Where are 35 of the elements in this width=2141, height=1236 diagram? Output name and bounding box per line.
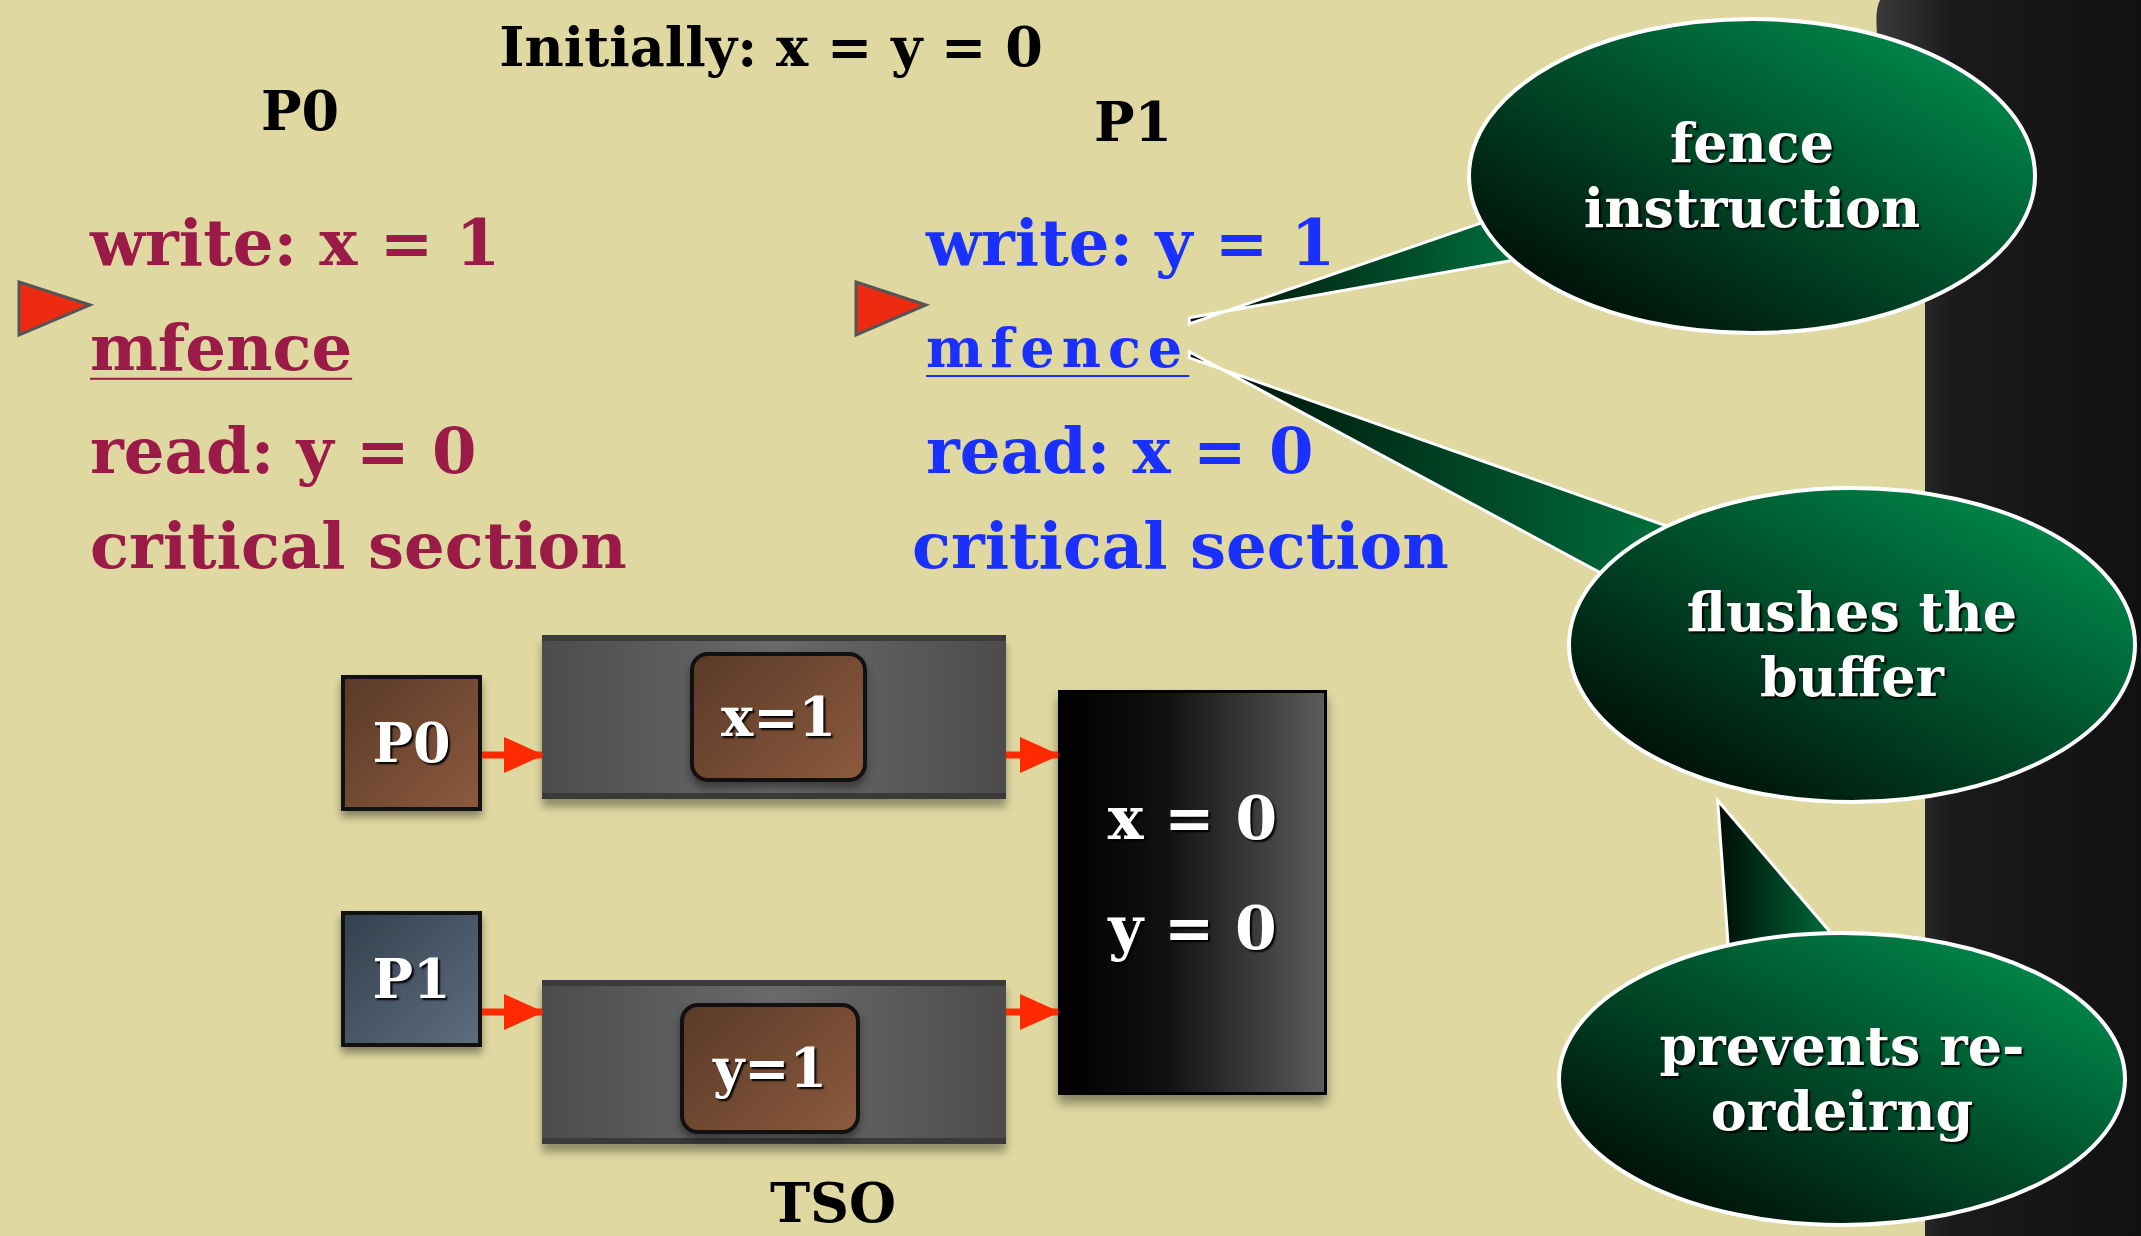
code-line: read: x = 0 — [926, 415, 1314, 487]
box-label: y=1 — [712, 1036, 828, 1101]
arrow — [482, 994, 544, 1030]
code-line: critical section — [90, 510, 627, 582]
processor-box — [341, 911, 482, 1047]
arrow — [1006, 737, 1060, 773]
code-line: write: y = 1 — [926, 207, 1336, 279]
callout-bubble — [1556, 930, 2128, 1228]
processor-box — [341, 675, 482, 811]
box-label: x=1 — [721, 684, 836, 750]
callout-text: prevents re-ordeirng — [1658, 1014, 2026, 1144]
memory-value: x = 0 — [1106, 782, 1279, 855]
callout-bubble — [1566, 485, 2138, 805]
code-line: mfence — [926, 314, 1190, 382]
callout-bubble — [1466, 16, 2038, 336]
buffer-entry — [690, 652, 867, 782]
memory-value: y = 0 — [1106, 892, 1278, 965]
code-line: read: y = 0 — [90, 415, 477, 487]
arrow — [1006, 994, 1060, 1030]
arrow — [482, 737, 544, 773]
buffer-entry — [680, 1003, 860, 1134]
store-buffer — [542, 635, 1006, 799]
box-label: P0 — [372, 710, 451, 776]
box-label: P1 — [372, 946, 451, 1012]
store-buffer — [542, 980, 1006, 1144]
callout-text: flushes the buffer — [1685, 580, 2019, 710]
code-line: mfence — [90, 312, 353, 384]
heading-text: Initially: x = y = 0 — [499, 18, 1043, 78]
heading-text: P0 — [260, 82, 340, 142]
callout-text: fence instruction — [1582, 111, 1922, 241]
memory-box — [1058, 690, 1327, 1095]
code-line: write: x = 1 — [90, 207, 501, 279]
heading-text: P1 — [1093, 93, 1173, 153]
heading-text: TSO — [769, 1174, 897, 1234]
code-line: critical section — [912, 510, 1449, 582]
